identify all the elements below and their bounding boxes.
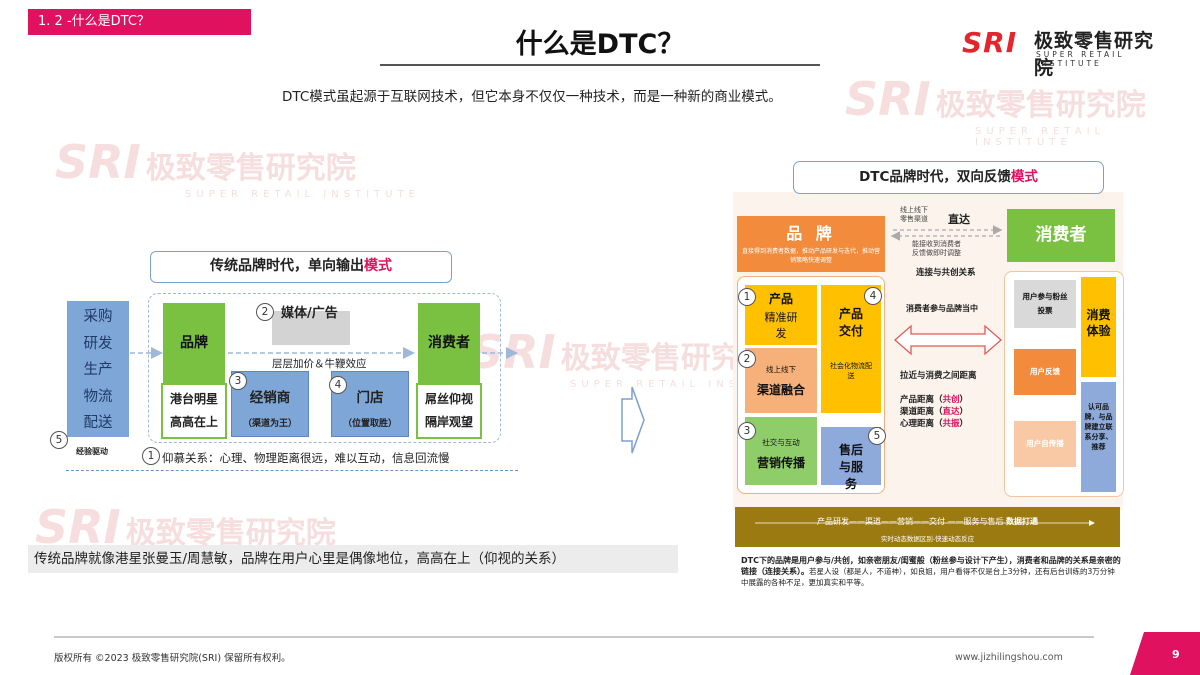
- data-timeline-bar: 产品研发——渠道——营销——交付 ——服务与售后 数据打通 实时动态数据区别-快…: [735, 507, 1120, 547]
- watermark: SRI 极致零售研究院 SUPER RETAIL INSTITUTE: [55, 135, 420, 200]
- double-arrow-icon: [894, 324, 1002, 356]
- watermark: SRI 极致零售研究院 SUPER RETAIL INSTITUTE: [845, 72, 1146, 148]
- step-number: 4: [329, 376, 347, 394]
- step-number: 5: [50, 431, 68, 449]
- step-number: 2: [256, 303, 274, 321]
- feedback-label: 能接收到消费者 反馈做即时调整: [912, 240, 961, 257]
- logo-cn: 极致零售研究院: [1034, 30, 1155, 79]
- title-underline: [380, 64, 820, 66]
- distance-title: 拉近与消费之间距离: [900, 371, 977, 381]
- sri-logo: SRI 极致零售研究院 SUPER RETAIL INSTITUTE: [962, 26, 1172, 79]
- dtc-note: DTC下的品牌是用户参与/共创，如亲密朋友/闺蜜般（粉丝参与设计下产生），消费者…: [741, 556, 1121, 587]
- consumer-subbox: 屌丝仰视 隔岸观望: [416, 383, 482, 439]
- dtc-brand-box: 品 牌 直接得到消费者数据，推动产品研发与迭代，推动营销策略快速调整: [737, 216, 885, 272]
- fan-vote-cell: 用户参与粉丝投票: [1014, 280, 1076, 328]
- layered-markup-label: 层层加价＆牛鞭效应: [272, 358, 367, 370]
- direct-arrows: [890, 225, 1003, 241]
- dtc-banner: DTC品牌时代，双向反馈模式: [793, 161, 1104, 194]
- copyright-text: 版权所有 ©2023 极致零售研究院(SRI) 保留所有权利。: [54, 653, 291, 664]
- step-number: 3: [229, 372, 247, 390]
- logo-en: SUPER RETAIL INSTITUTE: [1036, 50, 1125, 68]
- timeline-arrow: [755, 520, 1095, 526]
- traditional-brand-caption: 传统品牌就像港星张曼玉/周慧敏，品牌在用户心里是偶像地位，高高在上（仰视的关系）: [28, 545, 678, 573]
- media-block: [272, 311, 350, 345]
- page-title: 什么是DTC？: [515, 29, 685, 60]
- dealer-box: 经销商 （渠道为王）: [231, 371, 309, 437]
- cocreate-label: 连接与共创关系: [916, 268, 976, 278]
- participate-label: 消费者参与品牌当中: [906, 304, 978, 313]
- channel-cell: 线上线下 渠道融合: [745, 348, 817, 413]
- step-number: 3: [738, 422, 756, 440]
- distance-list: 产品距离（共创） 渠道距离（直达） 心理距离（共振）: [900, 395, 969, 429]
- relationship-text: 仰慕关系：心理、物理距离很远，难以互动，信息回流慢: [162, 451, 450, 465]
- consumer-box: 消费者: [418, 303, 480, 383]
- recognition-cell: 认可品牌，与品牌建立联系分享、推荐: [1081, 382, 1116, 492]
- intro-text: DTC模式虽起源于互联网技术，但它本身不仅仅一种技术，而是一种新的商业模式。: [282, 89, 782, 105]
- step-number: 1: [738, 288, 756, 306]
- media-label: 媒体/广告: [281, 306, 338, 321]
- delivery-cell: 产品交付 社会化物流配送: [821, 285, 881, 413]
- direct-label: 直达: [948, 213, 970, 226]
- traditional-banner: 传统品牌时代，单向输出模式: [150, 251, 452, 283]
- product-rd-cell: 产品 精准研发: [745, 285, 817, 345]
- user-feedback-cell: 用户反馈: [1014, 349, 1076, 395]
- dtc-consumer-box: 消费者: [1007, 209, 1115, 262]
- step-number: 4: [864, 287, 882, 305]
- experience-driven-label: 经验驱动: [76, 447, 108, 456]
- brand-subbox: 港台明星 高高在上: [161, 383, 227, 439]
- self-spread-cell: 用户自传播: [1014, 421, 1076, 467]
- online-offline-label: 线上线下 零售渠道: [900, 206, 928, 223]
- logo-mark: SRI: [962, 26, 1018, 59]
- step-number: 5: [868, 427, 886, 445]
- page-number-badge: [1130, 632, 1200, 675]
- website-link[interactable]: www.jizhilingshou.com: [955, 652, 1063, 663]
- experience-cell: 消费体验: [1081, 277, 1116, 377]
- channel-dashed-frame: [148, 293, 501, 443]
- chevron-right-icon: [621, 386, 645, 454]
- flow-arrow: [130, 347, 518, 359]
- step-number: 1: [142, 447, 160, 465]
- footer-divider: [54, 636, 1094, 638]
- marketing-cell: 社交与互动 营销传播: [745, 417, 817, 485]
- supply-chain-box: 采购 研发 生产 物流 配送: [67, 301, 129, 437]
- section-tag: 1. 2 -什么是DTC？: [28, 9, 251, 35]
- divider-line: [66, 470, 518, 471]
- page-number: 9: [1172, 648, 1180, 661]
- brand-box: 品牌: [163, 303, 225, 383]
- step-number: 2: [738, 350, 756, 368]
